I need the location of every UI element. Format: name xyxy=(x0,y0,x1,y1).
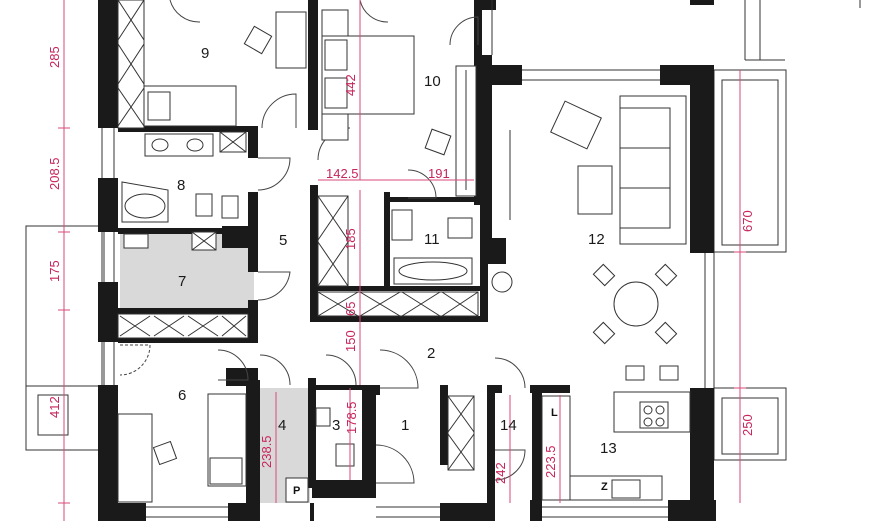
marker-z: Z xyxy=(601,481,608,493)
dim-223-5: 223.5 xyxy=(543,445,558,478)
dim-185: 185 xyxy=(343,228,358,250)
dim-208-5: 208.5 xyxy=(47,157,62,190)
dim-285: 285 xyxy=(47,46,62,68)
dim-412: 412 xyxy=(47,396,62,418)
furniture xyxy=(117,0,691,503)
room-8-label: 8 xyxy=(177,177,185,194)
room-1-label: 1 xyxy=(401,417,409,434)
room-11-label: 11 xyxy=(424,231,440,248)
dim-191: 191 xyxy=(428,166,450,181)
dim-242: 242 xyxy=(493,462,508,484)
room-5-label: 5 xyxy=(279,232,287,249)
room-10-label: 10 xyxy=(424,73,441,90)
marker-l: L xyxy=(551,407,558,419)
room-4-label: 4 xyxy=(278,417,286,434)
dim-238-5: 238.5 xyxy=(259,435,274,468)
room-3-label: 3 xyxy=(332,417,340,434)
room-7-label: 7 xyxy=(178,273,186,290)
dim-442: 442 xyxy=(343,74,358,96)
windows xyxy=(101,0,668,518)
dim-150: 150 xyxy=(343,330,358,352)
dim-178-5: 178.5 xyxy=(344,401,359,434)
walls xyxy=(98,0,716,521)
dim-65: 65 xyxy=(343,302,358,316)
room-9-label: 9 xyxy=(201,45,209,62)
room-2-label: 2 xyxy=(427,345,435,362)
dim-175: 175 xyxy=(47,260,62,282)
marker-p: P xyxy=(293,485,300,497)
room-6-label: 6 xyxy=(178,387,186,404)
dim-142-5: 142.5 xyxy=(326,166,359,181)
dimension-lines xyxy=(58,0,746,521)
room-12-label: 12 xyxy=(588,231,605,248)
room-14-label: 14 xyxy=(500,417,517,434)
dim-250: 250 xyxy=(740,414,755,436)
dim-670: 670 xyxy=(740,210,755,232)
room-13-label: 13 xyxy=(600,440,617,457)
